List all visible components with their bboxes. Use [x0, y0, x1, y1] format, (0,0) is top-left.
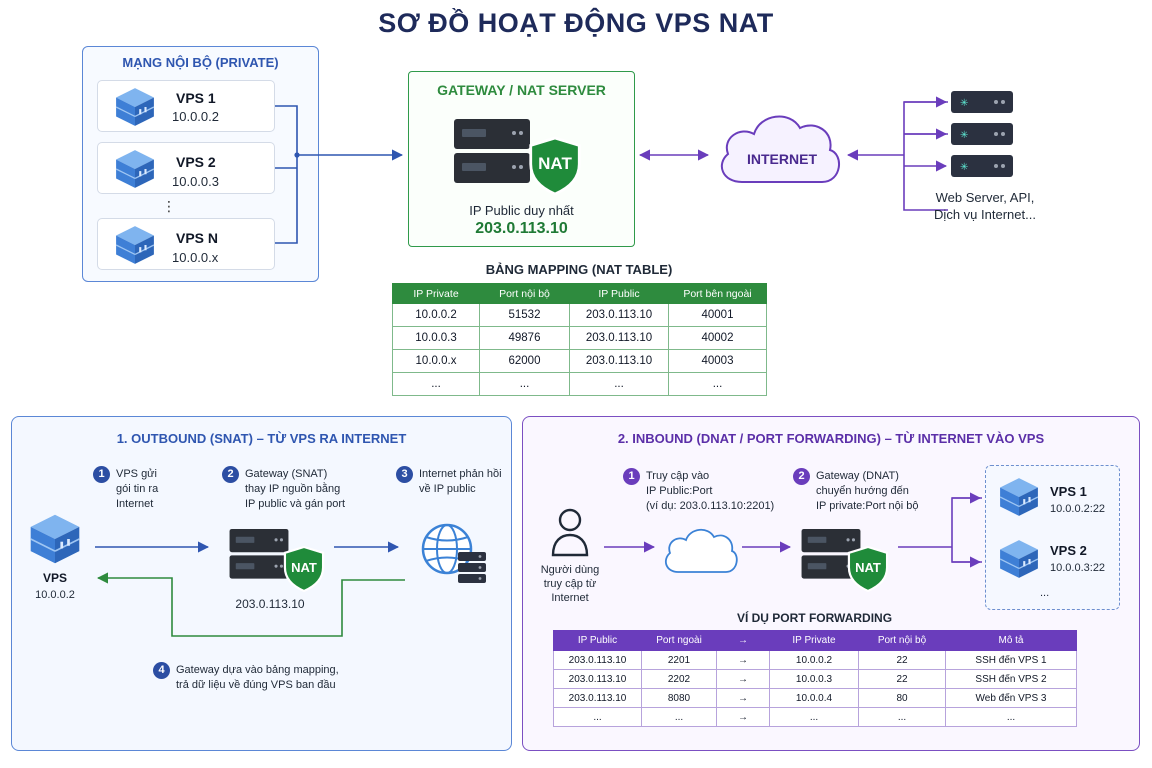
pf-col-header: → — [716, 630, 770, 651]
gateway-ip-label: IP Public duy nhất — [469, 203, 574, 218]
pf-col-header: Mô tả — [945, 630, 1077, 651]
inbound-vps-cube-icon — [998, 476, 1040, 518]
outbound-vps-name: VPS — [42, 571, 67, 585]
nat-col-header: Port bên ngoài — [668, 283, 767, 304]
step-number: 3 — [396, 466, 413, 483]
vps-ellipsis: ⋮ — [162, 198, 176, 214]
outbound-step-3: 3 Internet phản hồi về IP public — [396, 466, 508, 497]
step-number: 2 — [222, 466, 239, 483]
inbound-cloud-icon — [664, 528, 738, 573]
step-number: 1 — [623, 468, 640, 485]
vps-name: VPS 2 — [176, 154, 216, 170]
nat-table-title: BẢNG MAPPING (NAT TABLE) — [485, 262, 673, 277]
pf-col-header: IP Public — [553, 630, 642, 651]
gateway-title: GATEWAY / NAT SERVER — [437, 82, 606, 98]
vps-ip: 10.0.0.2 — [172, 109, 219, 124]
inbound-vps-2-ip: 10.0.0.3:22 — [1050, 562, 1106, 574]
outbound-step-2: 2 Gateway (SNAT) thay IP nguồn bằng IP p… — [222, 466, 387, 512]
nat-table: IP Private Port nội bộ IP Public Port bê… — [392, 283, 767, 396]
outbound-gateway-ip: 203.0.113.10 — [235, 597, 305, 611]
page-title: SƠ ĐỒ HOẠT ĐỘNG VPS NAT — [378, 8, 774, 38]
nat-badge: NAT — [538, 154, 572, 173]
internet-cloud-icon — [720, 115, 840, 183]
web-servers-label: Web Server, API, Dịch vụ Internet... — [934, 190, 1036, 222]
vps-name: VPS N — [176, 230, 219, 246]
internet-label: INTERNET — [747, 151, 817, 167]
inbound-vps-1-ip: 10.0.0.2:22 — [1050, 503, 1106, 515]
inbound-step-1: 1 Truy cập vào IP Public:Port (ví dụ: 20… — [623, 468, 793, 514]
inbound-nat-badge: NAT — [855, 560, 881, 575]
gateway-ip: 203.0.113.10 — [475, 220, 568, 237]
outbound-nat-badge: NAT — [291, 560, 317, 575]
vps-card-1[interactable]: VPS 1 10.0.0.2 — [97, 80, 275, 132]
vps-ip: 10.0.0.x — [172, 250, 219, 265]
pf-col-header: Port nội bộ — [858, 630, 946, 651]
inbound-title: 2. INBOUND (DNAT / PORT FORWARDING) – TỪ… — [617, 431, 1045, 446]
step-number: 1 — [93, 466, 110, 483]
table-row: ............ — [392, 372, 767, 396]
step-number: 4 — [153, 662, 170, 679]
vps-name: VPS 1 — [176, 90, 216, 106]
outbound-step-1: 1 VPS gửi gói tin ra Internet — [93, 466, 203, 512]
port-forwarding-table: IP Public Port ngoài → IP Private Port n… — [553, 630, 1077, 727]
user-icon — [551, 508, 589, 557]
inbound-vps-2-name: VPS 2 — [1050, 543, 1087, 558]
inbound-step-2: 2 Gateway (DNAT) chuyển hướng đến IP pri… — [793, 468, 943, 514]
vps-card-2[interactable]: VPS 2 10.0.0.3 — [97, 142, 275, 194]
private-network-title: MẠNG NỘI BỘ (PRIVATE) — [122, 55, 279, 70]
inbound-vps-more: ... — [1040, 587, 1050, 599]
outbound-step-4: 4 Gateway dựa vào bảng mapping, trả dữ l… — [153, 662, 383, 693]
step-number: 2 — [793, 468, 810, 485]
vps-card-n[interactable]: VPS N 10.0.0.x — [97, 218, 275, 270]
port-forwarding-title: VÍ DỤ PORT FORWARDING — [736, 611, 893, 625]
vps-ip: 10.0.0.3 — [172, 174, 219, 189]
outbound-vps-ip: 10.0.0.2 — [35, 589, 75, 601]
pf-col-header: IP Private — [769, 630, 859, 651]
globe-icon — [421, 523, 486, 583]
user-label: Người dùng truy cập từ Internet — [540, 564, 600, 604]
pf-table-header: IP Public Port ngoài → IP Private Port n… — [553, 630, 1077, 651]
nat-col-header: IP Public — [569, 283, 669, 304]
outbound-title: 1. OUTBOUND (SNAT) – TỪ VPS RA INTERNET — [116, 431, 407, 446]
pf-col-header: Port ngoài — [641, 630, 717, 651]
inbound-vps-1-name: VPS 1 — [1050, 484, 1087, 499]
inbound-vps-cube-icon — [998, 538, 1040, 580]
table-row: ......→......... — [553, 707, 1077, 727]
